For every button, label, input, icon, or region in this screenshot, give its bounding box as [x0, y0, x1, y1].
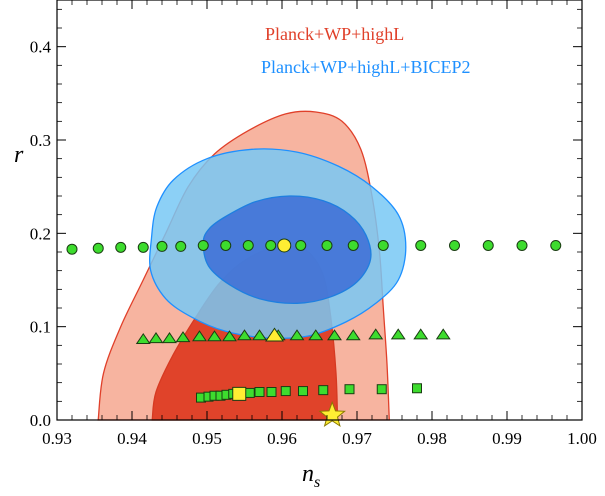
data-series	[66, 238, 562, 428]
triangle-point	[222, 330, 237, 342]
highlight-star-point	[318, 400, 346, 428]
square-point	[298, 386, 308, 397]
circle-point	[295, 239, 307, 251]
triangle-point	[252, 329, 267, 341]
triangle-point	[368, 328, 384, 340]
circle-point	[415, 239, 427, 251]
circle-point	[377, 239, 389, 251]
x-tick-label: 0.98	[417, 429, 447, 448]
x-axis-title-subscript: s	[314, 474, 320, 491]
x-tick-label: 1.00	[567, 429, 597, 448]
credible-region-contours	[97, 110, 407, 421]
highlight-square-point	[232, 386, 247, 401]
y-tick-label: 0.0	[30, 411, 51, 430]
circle-point	[220, 239, 232, 251]
y-tick-label: 0.2	[30, 224, 51, 243]
triangle-point	[192, 330, 207, 342]
circle-point	[347, 239, 359, 251]
square-point	[344, 384, 355, 395]
circle-point	[321, 239, 333, 251]
x-axis-title-main: n	[302, 461, 314, 487]
triangle-point	[345, 329, 361, 341]
square-point	[376, 384, 387, 395]
triangle-point	[308, 329, 324, 341]
triangle-point	[162, 332, 177, 344]
y-tick-label: 0.1	[30, 318, 51, 337]
circle-point	[66, 243, 78, 255]
axis-ticks: 0.93 0.94 0.95 0.96 0.97 0.98 0.99 1.00 0.0 0.1 0.…	[30, 0, 597, 448]
triangle-point	[413, 328, 429, 340]
triangle-point	[175, 331, 191, 343]
circle-point	[175, 240, 187, 252]
y-axis-title: r	[14, 142, 24, 168]
circle-point	[449, 239, 460, 251]
plot-border	[56, 0, 583, 421]
square-point	[266, 387, 277, 397]
plot-frame	[56, 0, 583, 421]
triangle-point	[148, 332, 164, 344]
circle-point	[265, 239, 277, 251]
x-tick-label: 0.93	[42, 429, 72, 448]
highlight-triangle-point	[265, 327, 284, 342]
square-point	[280, 386, 291, 397]
x-tick-label: 0.97	[342, 429, 372, 448]
x-axis-title: ns	[302, 461, 320, 491]
circle-point	[482, 239, 494, 251]
square-point	[244, 387, 255, 398]
circle-point	[156, 240, 168, 252]
circle-point	[516, 239, 528, 251]
triangle-point	[135, 332, 151, 345]
circle-point	[92, 242, 104, 254]
triangle-point	[237, 329, 252, 341]
circle-point	[242, 239, 254, 251]
circle-point	[115, 241, 127, 253]
triangle-point	[435, 328, 451, 340]
x-tick-label: 0.95	[192, 429, 222, 448]
highlight-circle-point	[277, 238, 292, 253]
triangle-point	[327, 329, 342, 341]
x-tick-label: 0.96	[267, 429, 297, 448]
y-tick-label: 0.4	[30, 38, 52, 57]
x-tick-label: 0.94	[117, 429, 147, 448]
triangle-point	[289, 329, 305, 341]
triangle-point	[207, 330, 222, 342]
square-point	[254, 387, 265, 397]
legend-label-bicep2: Planck+WP+highL+BICEP2	[261, 57, 470, 77]
legend-label-planck: Planck+WP+highL	[265, 24, 404, 44]
circle-point	[137, 241, 149, 253]
y-tick-label: 0.3	[30, 131, 51, 150]
x-tick-label: 0.99	[492, 429, 522, 448]
square-point	[318, 385, 329, 396]
circle-point	[550, 239, 562, 251]
square-point	[412, 383, 422, 394]
circle-point	[197, 239, 209, 251]
triangle-point	[390, 328, 406, 340]
